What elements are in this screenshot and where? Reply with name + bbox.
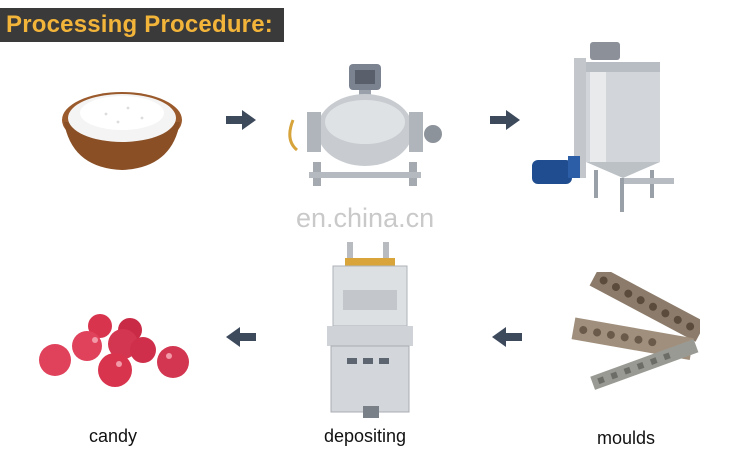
arrow-right-icon	[226, 110, 256, 130]
arrow-left-icon	[492, 327, 522, 347]
title-banner: Processing Procedure:	[0, 8, 284, 42]
depositing-machine-image	[325, 240, 415, 420]
page-title: Processing Procedure:	[6, 11, 273, 39]
caption-moulds: moulds	[597, 428, 655, 449]
caption-candy: candy	[89, 426, 137, 447]
arrow-right-icon	[490, 110, 520, 130]
moulds-image	[568, 272, 700, 397]
arrow-left-icon	[226, 327, 256, 347]
mixing-tank-image	[528, 40, 678, 215]
cooking-kettle-image	[285, 60, 445, 190]
caption-depositing: depositing	[324, 426, 406, 447]
candy-image	[35, 312, 195, 397]
sugar-bowl-image	[58, 80, 188, 175]
watermark-text: en.china.cn	[296, 203, 434, 234]
